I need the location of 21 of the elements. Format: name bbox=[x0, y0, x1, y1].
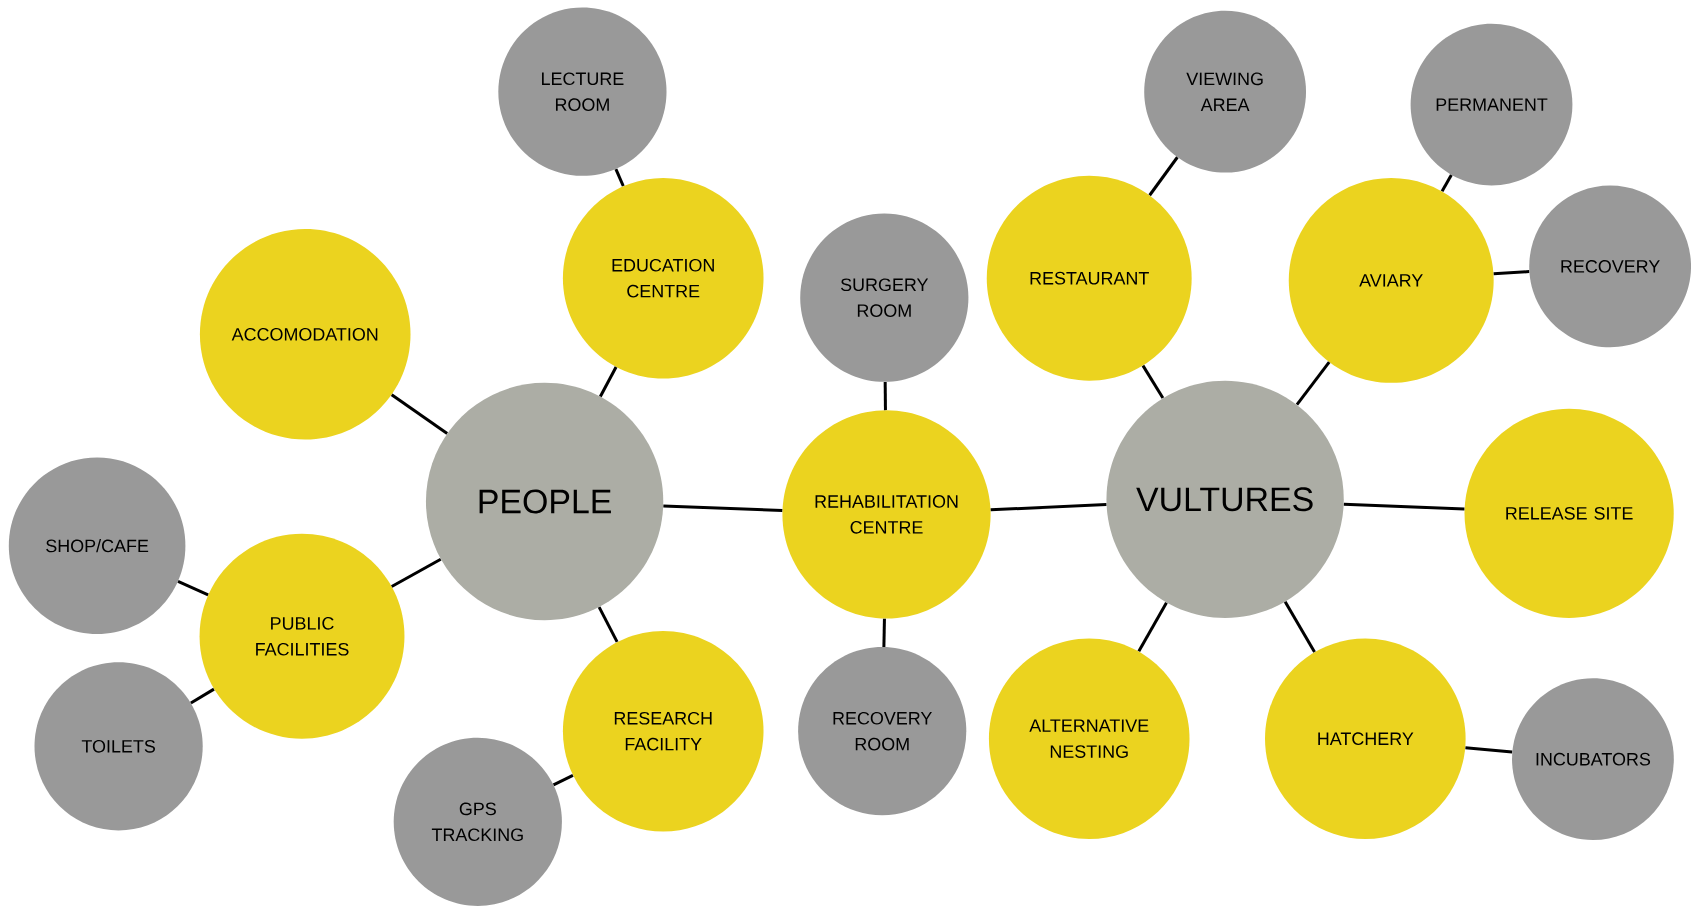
connector-line bbox=[1465, 746, 1513, 754]
connector-line bbox=[883, 382, 887, 411]
connector-line bbox=[882, 618, 886, 647]
connector-line bbox=[390, 393, 449, 435]
connector-line bbox=[1141, 364, 1165, 399]
connector-line bbox=[1295, 361, 1331, 406]
connector-line bbox=[1148, 156, 1179, 197]
connector-line bbox=[391, 557, 442, 588]
connector-line bbox=[990, 503, 1107, 512]
connector-line bbox=[599, 366, 618, 398]
connector-line bbox=[177, 580, 209, 597]
connector-line bbox=[190, 687, 215, 705]
connector-line bbox=[663, 504, 783, 512]
connector-line bbox=[614, 168, 625, 187]
connector-line bbox=[1440, 174, 1453, 192]
connector-line bbox=[1283, 601, 1316, 653]
connector-line bbox=[597, 606, 619, 643]
connector-line bbox=[1343, 502, 1465, 511]
connector-line bbox=[552, 774, 574, 787]
connector-line bbox=[1493, 270, 1530, 276]
connector-line bbox=[1137, 601, 1168, 653]
